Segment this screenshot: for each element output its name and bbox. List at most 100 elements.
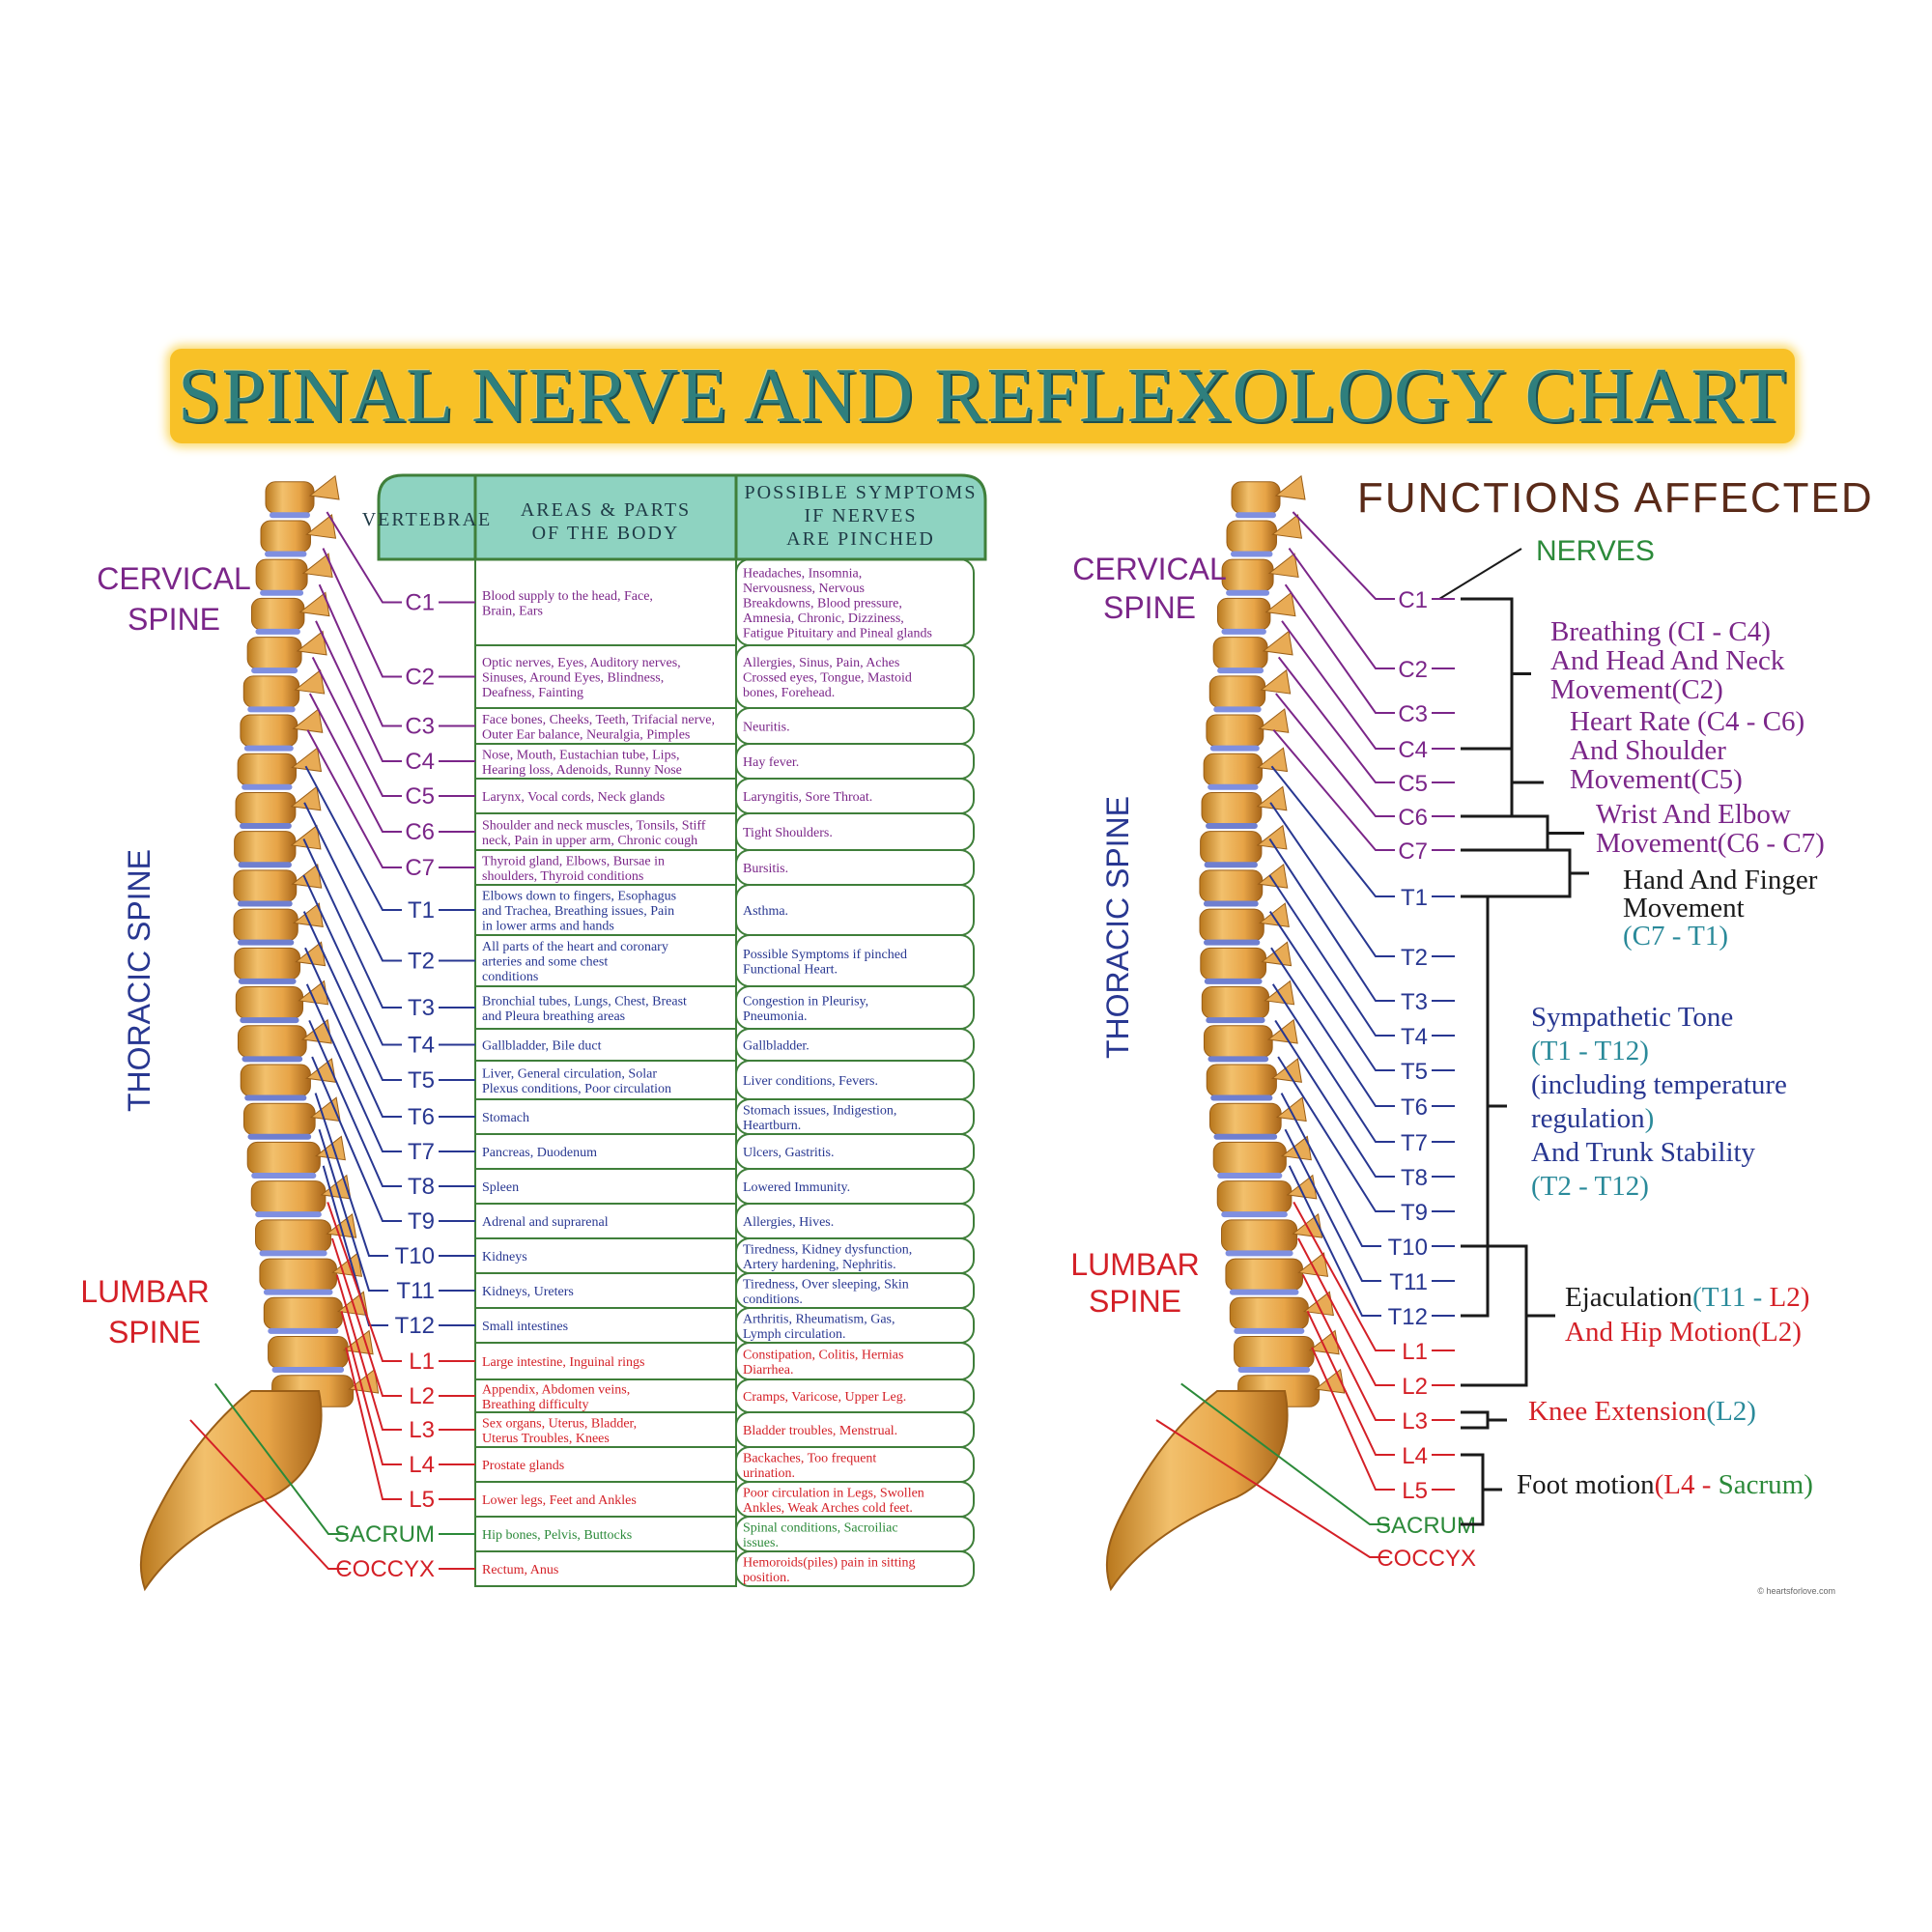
function-text: Ejaculation(T11 - L2) — [1565, 1282, 1809, 1313]
spinous-process — [1257, 863, 1289, 889]
spinous-process — [296, 630, 327, 656]
function-vertebra-row: C6 — [1275, 693, 1455, 831]
function-text-segment: (C2) — [1672, 674, 1723, 705]
vertebra-body — [1201, 986, 1270, 1019]
area-text: Spleen — [482, 1180, 519, 1195]
nerve-line — [1274, 1019, 1395, 1178]
spinous-process — [290, 785, 322, 811]
vertebra-body — [1226, 520, 1277, 553]
intervertebral-disc — [240, 1017, 299, 1024]
vertebra-label: T4 — [408, 1033, 435, 1059]
intervertebral-disc — [1225, 1250, 1293, 1257]
spinous-process — [308, 474, 340, 500]
function-vertebra-row: T9 — [1277, 1056, 1455, 1226]
function-group: Knee Extension(L2) — [1528, 1396, 1756, 1427]
vertebra-label: C4 — [1398, 737, 1428, 763]
vertebra-body — [1216, 597, 1271, 631]
intervertebral-disc — [255, 1211, 322, 1218]
vertebra-body — [240, 1064, 311, 1097]
vertebra-body — [1206, 1064, 1277, 1097]
nerve-line — [308, 693, 402, 833]
function-vertebra-row: C3 — [1284, 583, 1455, 727]
vertebra-body — [1225, 1258, 1303, 1292]
symptom-text: Tight Shoulders. — [743, 826, 833, 840]
vertebra-body — [1229, 1296, 1309, 1330]
vertebra-label: L1 — [409, 1349, 435, 1375]
area-text: Elbows down to fingers, Esophagus — [482, 890, 676, 904]
function-vertebra-row: T4 — [1268, 874, 1455, 1050]
area-text: Gallbladder, Bile duct — [482, 1039, 602, 1054]
spinous-process — [1259, 902, 1290, 927]
nerve-line — [1275, 693, 1395, 817]
function-text-segment: Movement — [1623, 893, 1745, 923]
intervertebral-disc — [1217, 668, 1264, 674]
nerve-line — [1270, 947, 1395, 1107]
area-text: Large intestine, Inguinal rings — [482, 1355, 644, 1370]
area-text: Blood supply to the head, Face, — [482, 589, 653, 604]
spinous-process — [1260, 668, 1292, 695]
header-areas: OF THE BODY — [532, 523, 680, 544]
nerve-line — [1270, 765, 1395, 897]
area-text: Hearing loss, Adenoids, Runny Nose — [482, 763, 682, 778]
symptom-text: Ankles, Weak Arches cold feet. — [743, 1501, 913, 1516]
symptom-text: Diarrhea. — [743, 1363, 793, 1378]
thoracic-spine-label: THORACIC SPINE — [1100, 796, 1135, 1059]
function-vertebra-row: L3 — [1301, 1274, 1455, 1435]
vertebra-body — [1203, 1025, 1273, 1058]
symptom-text: Possible Symptoms if pinched — [743, 948, 907, 962]
vertebra-body — [1200, 947, 1267, 980]
symptom-text: Hay fever. — [743, 755, 799, 770]
bracket — [1461, 895, 1507, 1318]
nerve-line — [314, 1093, 388, 1257]
intervertebral-disc — [1231, 551, 1273, 557]
area-text: Breathing difficulty — [482, 1398, 589, 1412]
function-text-segment: (C7 - T1) — [1623, 921, 1728, 952]
nerve-line — [304, 765, 402, 911]
intervertebral-disc — [1204, 939, 1261, 946]
lumbar-spine-label: SPINE — [1089, 1284, 1181, 1319]
nerve-line — [189, 1419, 348, 1570]
function-text: Movement(C2) — [1550, 674, 1723, 705]
nerves-label: NERVES — [1536, 535, 1655, 567]
spinous-process — [1274, 474, 1306, 500]
bracket — [1461, 747, 1544, 818]
vertebra-label: T10 — [395, 1243, 435, 1269]
nerve-line — [303, 802, 402, 962]
area-text: Lower legs, Feet and Ankles — [482, 1493, 637, 1508]
spinous-process — [1256, 824, 1288, 850]
symptom-text: Poor circulation in Legs, Swollen — [743, 1486, 924, 1500]
vertebra-label: T6 — [408, 1104, 435, 1130]
spinous-process — [1261, 941, 1293, 967]
function-text-segment: (C4 - C6) — [1697, 706, 1804, 737]
intervertebral-disc — [1209, 745, 1260, 752]
function-text-segment: ) — [1645, 1103, 1655, 1134]
area-text: Sex organs, Uterus, Bladder, — [482, 1416, 637, 1431]
nerve-line — [318, 583, 402, 727]
spinous-process — [1257, 747, 1289, 773]
intervertebral-disc — [240, 823, 292, 830]
symptom-text: Asthma. — [743, 904, 788, 919]
symptom-text: Crossed eyes, Tongue, Mastoid — [743, 671, 912, 686]
cervical-spine-label: CERVICAL — [97, 561, 250, 596]
symptom-text: Amnesia, Chronic, Dizziness, — [743, 611, 904, 626]
intervertebral-disc — [1213, 1133, 1278, 1140]
spinous-process — [291, 863, 323, 889]
symptom-text: Breakdowns, Blood pressure, — [743, 597, 902, 611]
nerve-line — [327, 1202, 402, 1362]
area-text: and Pleura breathing areas — [482, 1009, 625, 1024]
function-vertebra-row: L5 — [1311, 1347, 1455, 1504]
symptom-text: Neuritis. — [743, 721, 790, 735]
spinous-process — [1267, 553, 1299, 579]
symptom-text: Fatigue Pituitary and Pineal glands — [743, 627, 932, 641]
cervical-spine-label: SPINE — [128, 602, 220, 637]
symptom-text: Tiredness, Over sleeping, Skin — [743, 1277, 909, 1292]
intervertebral-disc — [1206, 1017, 1265, 1024]
symptom-text: Stomach issues, Indigestion, — [743, 1103, 896, 1118]
vertebra-body — [1216, 1180, 1293, 1213]
area-text: Rectum, Anus — [482, 1563, 558, 1577]
header-symptoms: POSSIBLE SYMPTOMS — [745, 482, 978, 503]
nerve-line — [1277, 1056, 1395, 1212]
vertebra-label: L2 — [1402, 1374, 1428, 1400]
symptom-text: Gallbladder. — [743, 1039, 810, 1054]
